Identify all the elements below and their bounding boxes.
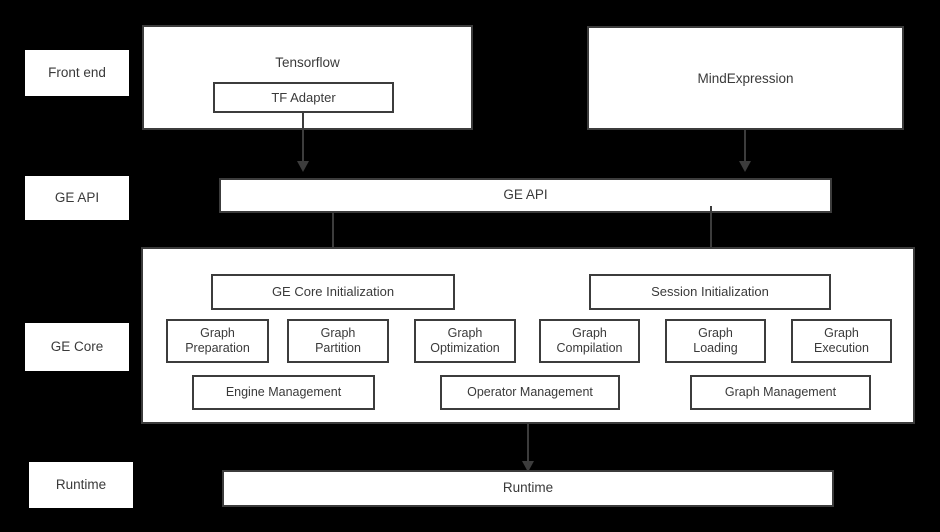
lane-label-ge-core: GE Core bbox=[25, 323, 129, 371]
graph-partition-box[interactable]: Graph Partition bbox=[287, 319, 389, 363]
arrowhead-ge-core-to-runtime bbox=[522, 461, 534, 472]
connector-mindexpression-to-ge-api bbox=[744, 130, 746, 163]
tensorflow-container bbox=[142, 25, 473, 130]
tensorflow-title: Tensorflow bbox=[275, 55, 340, 70]
runtime-bar[interactable]: Runtime bbox=[222, 470, 834, 507]
lane-label-ge-api: GE API bbox=[25, 176, 129, 220]
mindexpression-title: MindExpression bbox=[697, 71, 794, 86]
operator-management-box[interactable]: Operator Management bbox=[440, 375, 620, 410]
graph-loading-box[interactable]: Graph Loading bbox=[665, 319, 766, 363]
lane-label-front-end: Front end bbox=[25, 50, 129, 96]
graph-execution-box[interactable]: Graph Execution bbox=[791, 319, 892, 363]
session-initialization-box[interactable]: Session Initialization bbox=[589, 274, 831, 310]
arrowhead-mindexpression-to-ge-api bbox=[739, 161, 751, 172]
lane-label-runtime: Runtime bbox=[29, 462, 133, 508]
graph-compilation-box[interactable]: Graph Compilation bbox=[539, 319, 640, 363]
graph-management-box[interactable]: Graph Management bbox=[690, 375, 871, 410]
tf-adapter-box[interactable]: TF Adapter bbox=[213, 82, 394, 113]
ge-core-initialization-box[interactable]: GE Core Initialization bbox=[211, 274, 455, 310]
connector-ge-core-to-runtime bbox=[527, 424, 529, 463]
arrowhead-tf-adapter-to-ge-api bbox=[297, 161, 309, 172]
connector-ge-api-to-session-init bbox=[710, 206, 712, 260]
mindexpression-container bbox=[587, 26, 904, 130]
ge-api-bar[interactable]: GE API bbox=[219, 178, 832, 213]
graph-optimization-box[interactable]: Graph Optimization bbox=[414, 319, 516, 363]
engine-management-box[interactable]: Engine Management bbox=[192, 375, 375, 410]
graph-preparation-box[interactable]: Graph Preparation bbox=[166, 319, 269, 363]
connector-tf-adapter-to-ge-api bbox=[302, 113, 304, 163]
connector-ge-api-to-ge-core-init bbox=[332, 213, 334, 260]
